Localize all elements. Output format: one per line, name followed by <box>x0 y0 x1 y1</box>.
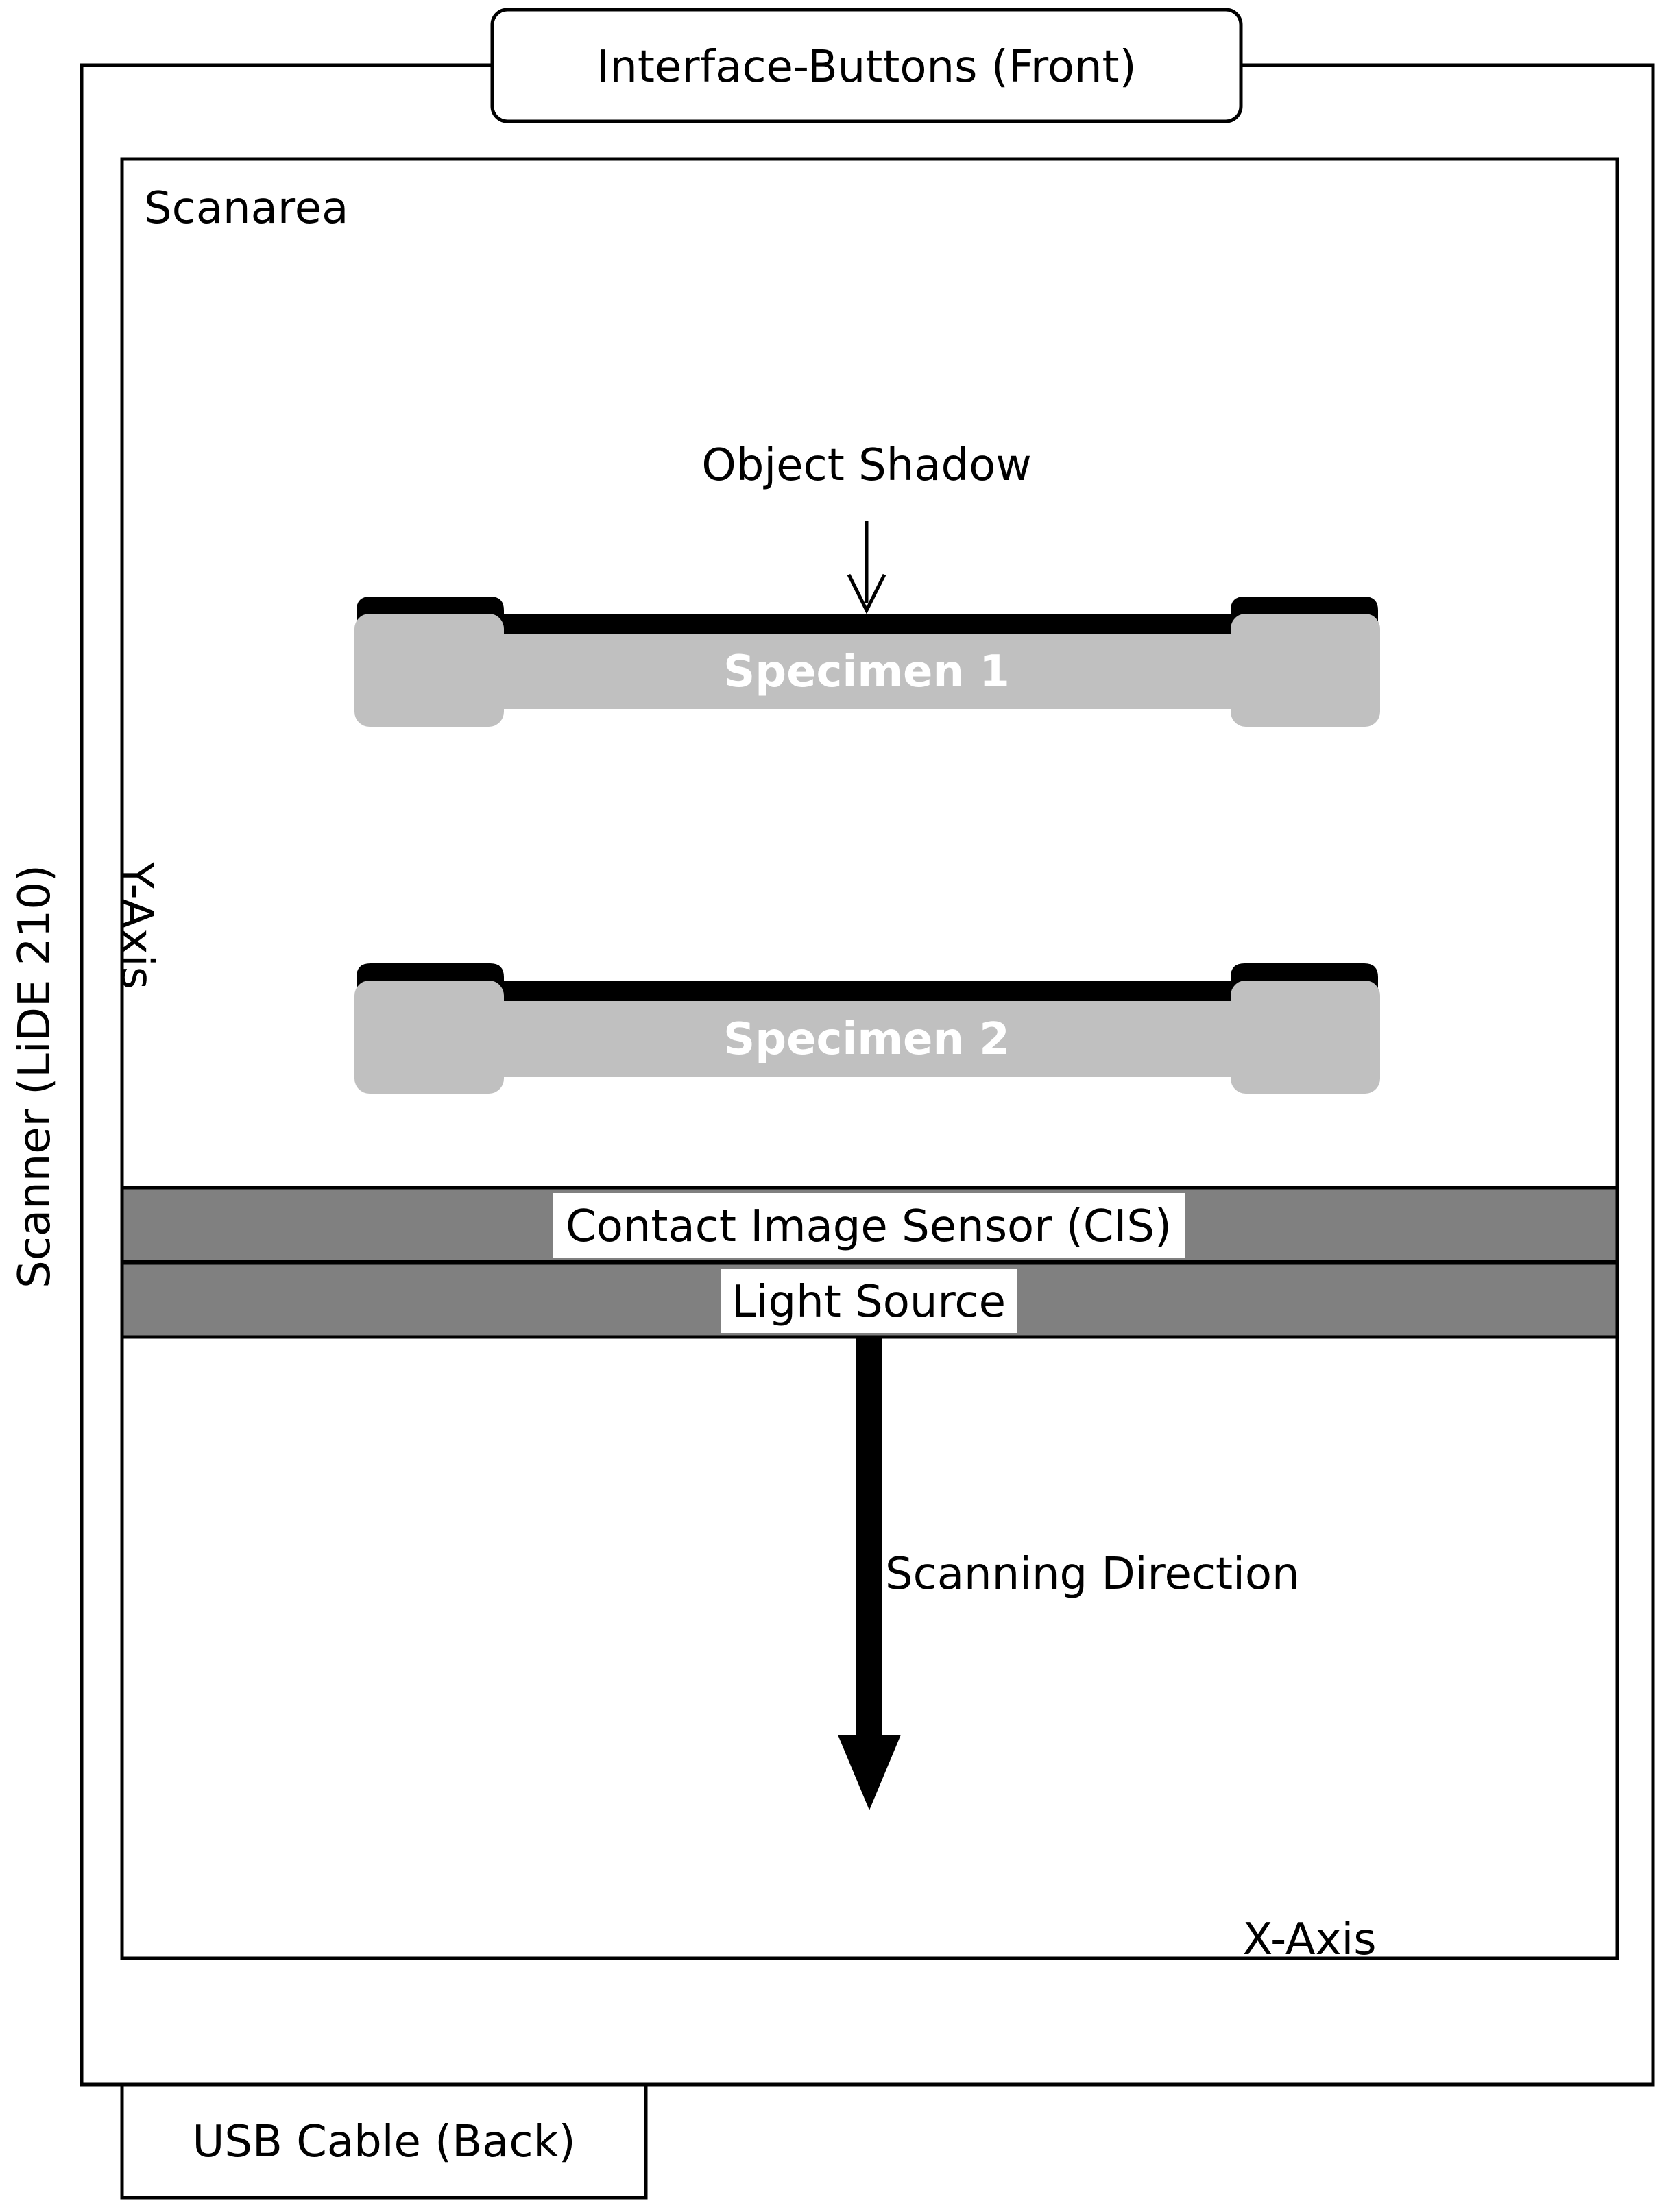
x-axis-label: X-Axis <box>1242 1914 1376 1965</box>
usb-cable-label: USB Cable (Back) <box>192 2117 575 2167</box>
interface-buttons-box <box>490 8 1243 123</box>
specimen-2-grip-right <box>1231 981 1380 1094</box>
scanner-label: Scanner (LiDE 210) <box>10 865 60 1288</box>
specimen-2: Specimen 2 <box>354 963 1380 1094</box>
specimen-1-grip-right <box>1231 614 1380 727</box>
object-shadow-label: Object Shadow <box>701 440 1031 491</box>
shadow-arrow <box>847 521 886 614</box>
scanarea-label: Scanarea <box>144 183 348 234</box>
cis-label-box <box>553 1193 1185 1258</box>
specimen-1-gauge <box>494 634 1241 709</box>
light-source-label: Light Source <box>732 1277 1006 1327</box>
light-source-label-box <box>721 1269 1017 1333</box>
scanning-direction-label: Scanning Direction <box>885 1549 1300 1600</box>
interface-buttons-label: Interface-Buttons (Front) <box>596 42 1136 93</box>
scanning-direction-arrow <box>838 1337 901 1810</box>
cis-label: Contact Image Sensor (CIS) <box>566 1201 1172 1252</box>
specimen-2-grip-left <box>354 981 504 1094</box>
specimen-2-gauge <box>494 1001 1241 1077</box>
specimen-1: Specimen 1 <box>354 597 1380 727</box>
specimen-1-grip-left <box>354 614 504 727</box>
specimen-2-label: Specimen 2 <box>723 1014 1010 1065</box>
specimen-1-label: Specimen 1 <box>723 647 1010 697</box>
usb-cable-box <box>120 2082 648 2200</box>
y-axis-label: Y-Axis <box>111 861 162 989</box>
